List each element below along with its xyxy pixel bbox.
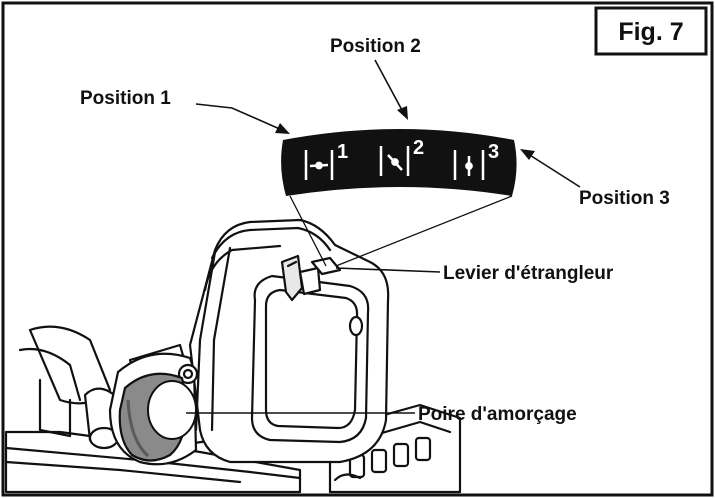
dial-mark-2: 2: [413, 137, 424, 159]
choke-position-dial: 1 2 3: [281, 129, 517, 196]
engine-illustration: [4, 218, 462, 494]
primer-bulb: [118, 372, 197, 462]
arrow-position-1: [275, 123, 290, 134]
callout-leaders: [186, 59, 581, 414]
callout-position-3: Position 3: [579, 188, 670, 209]
callout-position-1: Position 1: [80, 88, 171, 109]
arrow-position-2: [397, 106, 408, 120]
dial-symbol-3: [453, 150, 485, 180]
dial-mark-1: 1: [337, 141, 348, 163]
choke-lever: [280, 254, 304, 302]
callout-position-2: Position 2: [330, 36, 421, 57]
dial-mark-3: 3: [488, 141, 499, 163]
figure-label: Fig. 7: [618, 18, 683, 46]
callout-primer-bulb: Poire d'amorçage: [418, 404, 577, 425]
dial-guide-lines: [289, 195, 513, 267]
arrow-position-3: [520, 149, 535, 160]
callout-choke-lever: Levier d'étrangleur: [443, 263, 614, 284]
figure-label-box: [594, 6, 708, 56]
dial-symbol-2: [379, 146, 410, 176]
callout-arrowheads: [275, 106, 535, 160]
dial-symbol-1: [304, 150, 334, 180]
